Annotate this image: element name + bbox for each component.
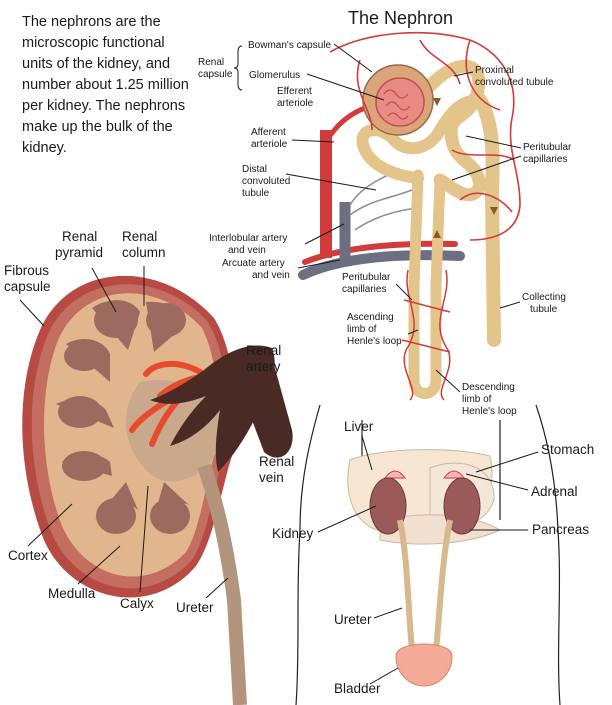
renal-capsule-bracket bbox=[233, 45, 243, 91]
stomach-leader bbox=[475, 451, 539, 473]
kidney-left bbox=[369, 477, 407, 535]
fibrous-capsule-leader bbox=[19, 299, 45, 327]
renal-pyramid-body bbox=[94, 302, 138, 338]
arcuate-artery bbox=[302, 240, 458, 265]
liver-label: Liver bbox=[344, 419, 374, 434]
kidney-cross-section bbox=[22, 275, 293, 705]
cortex-leader bbox=[27, 503, 73, 547]
renal-vein-trunk bbox=[252, 350, 293, 458]
flow-arrow-2 bbox=[433, 230, 441, 238]
ureter-label: Ureter bbox=[176, 600, 214, 615]
peritubular-capillaries-lower-leader bbox=[395, 283, 413, 301]
renal-pyramid-body bbox=[62, 451, 106, 481]
distal-tubule bbox=[356, 94, 486, 184]
proximal-tubule-leader bbox=[453, 71, 474, 77]
nephron-illustration bbox=[298, 31, 521, 401]
peritubular-capillaries-upper-leader bbox=[451, 135, 522, 181]
nephron-title: The Nephron bbox=[348, 8, 453, 28]
kidney-right bbox=[443, 477, 481, 535]
adrenal-label: Adrenal bbox=[531, 484, 578, 499]
henle-loop bbox=[408, 169, 446, 399]
afferent-arteriole-leader bbox=[291, 139, 335, 143]
urinary-bladder bbox=[395, 643, 453, 687]
ureter bbox=[197, 463, 247, 705]
ureter-leader bbox=[205, 577, 229, 599]
ascending-limb-leader bbox=[407, 329, 419, 335]
cortex-label: Cortex bbox=[8, 548, 48, 563]
descending-limb-leader bbox=[435, 369, 461, 393]
collecting-tubule bbox=[473, 93, 501, 347]
pancreas-label: Pancreas bbox=[532, 522, 589, 537]
bladder-label: Bladder bbox=[334, 681, 381, 696]
intro-paragraph: The nephrons are the microscopic functio… bbox=[22, 14, 189, 156]
ureter-body-label: Ureter bbox=[334, 612, 372, 627]
calyx-label: Calyx bbox=[120, 596, 154, 611]
bowmans-capsule-leader bbox=[333, 43, 373, 73]
distal-tubule-leader bbox=[285, 173, 377, 191]
bowmans-capsule-label: Bowman's capsule bbox=[248, 40, 332, 51]
peritubular-capillaries-lower bbox=[401, 269, 451, 401]
renal-pyramid-body bbox=[146, 303, 186, 337]
medulla-leader bbox=[77, 545, 121, 585]
renal-pyramid-body bbox=[64, 341, 104, 371]
adrenal-leader bbox=[465, 473, 529, 491]
ureter-right bbox=[433, 519, 453, 651]
calyx-leader bbox=[139, 485, 149, 593]
bladder-leader bbox=[369, 667, 399, 685]
medulla-label: Medulla bbox=[48, 586, 96, 601]
renal-pyramid-body bbox=[96, 498, 136, 534]
renal-pyramid-body bbox=[58, 396, 102, 428]
flow-arrow-1 bbox=[433, 98, 441, 106]
torso-silhouette bbox=[295, 404, 561, 705]
liver-leader bbox=[361, 435, 373, 471]
torso-outline bbox=[295, 404, 561, 705]
peritubular-capillaries-upper bbox=[329, 31, 521, 241]
adrenal-gland bbox=[384, 470, 406, 479]
glomerulus-leader bbox=[306, 73, 385, 101]
interlobular-leader bbox=[304, 223, 345, 245]
glomerulus-label: Glomerulus bbox=[249, 70, 300, 81]
renal-pyramid-body bbox=[150, 498, 190, 534]
ureter-body-leader bbox=[373, 607, 403, 619]
flow-arrow-3 bbox=[490, 207, 498, 215]
kidney-leader bbox=[317, 505, 377, 533]
arcuate-leader bbox=[297, 259, 341, 269]
ureter-left bbox=[397, 519, 415, 651]
kidney-label: Kidney bbox=[272, 526, 314, 541]
stomach-label: Stomach bbox=[541, 442, 594, 457]
glomerulus-loops bbox=[383, 89, 411, 120]
renal-vein bbox=[150, 345, 275, 472]
collecting-tubule-leader bbox=[499, 301, 521, 309]
glomerulus bbox=[375, 77, 425, 127]
renal-pyramid-leader bbox=[91, 267, 117, 313]
